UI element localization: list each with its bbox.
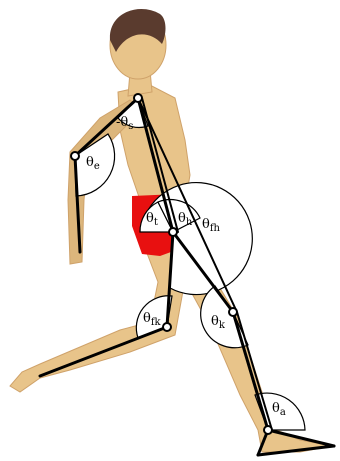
- elbow-joint: [71, 152, 79, 160]
- shoulder-joint: [134, 94, 142, 102]
- back-knee-joint: [229, 308, 237, 316]
- front-shin-bone: [40, 327, 167, 376]
- angle-sectors: [75, 98, 305, 430]
- hip-joint: [169, 228, 177, 236]
- ankle-joint: [264, 426, 272, 434]
- front-knee-joint: [163, 323, 171, 331]
